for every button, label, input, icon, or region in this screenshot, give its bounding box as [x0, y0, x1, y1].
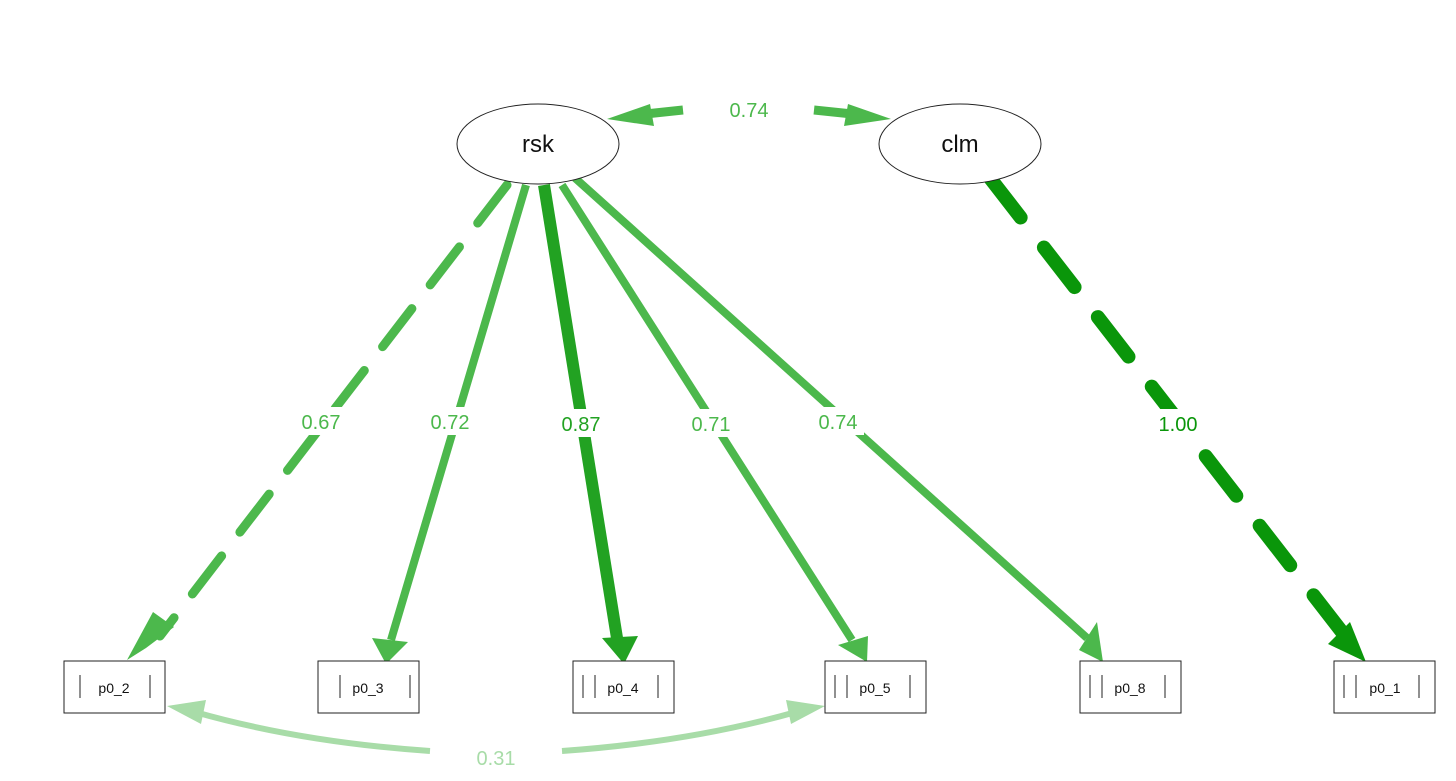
manifest-label-p0_3: p0_3 [352, 680, 383, 696]
latent-label-clm: clm [941, 131, 978, 158]
loading-value-p0_2: 0.67 [302, 412, 341, 434]
loading-value-p0_4: 0.87 [562, 414, 601, 436]
latent-node-clm[interactable]: clm [878, 103, 1042, 185]
covariance-rsk-clm: 0.74 [607, 100, 891, 126]
manifest-node-p0_2[interactable]: p0_2 [63, 660, 166, 714]
latent-label-rsk: rsk [522, 131, 555, 158]
manifest-label-p0_2: p0_2 [98, 680, 129, 696]
covariance-value-rsk-clm: 0.74 [730, 100, 769, 122]
manifest-node-p0_3[interactable]: p0_3 [317, 660, 420, 714]
loading-rsk-p0_3: 0.72 [372, 183, 530, 664]
loading-rsk-p0_2: 0.67 [127, 180, 512, 660]
manifest-node-p0_1[interactable]: p0_1 [1333, 660, 1436, 714]
loading-value-p0_1: 1.00 [1159, 414, 1198, 436]
loading-rsk-p0_4: 0.87 [538, 184, 638, 664]
loading-rsk-p0_8: 0.74 [572, 175, 1103, 662]
manifest-node-p0_4[interactable]: p0_4 [572, 660, 675, 714]
manifest-node-p0_8[interactable]: p0_8 [1079, 660, 1182, 714]
loading-rsk-p0_5: 0.71 [558, 182, 868, 662]
manifest-node-p0_5[interactable]: p0_5 [824, 660, 927, 714]
manifest-label-p0_5: p0_5 [859, 680, 890, 696]
latent-node-rsk[interactable]: rsk [456, 103, 620, 185]
loading-value-p0_3: 0.72 [431, 412, 470, 434]
manifest-label-p0_8: p0_8 [1114, 680, 1145, 696]
manifest-label-p0_4: p0_4 [607, 680, 638, 696]
loading-value-p0_8: 0.74 [819, 412, 858, 434]
manifest-label-p0_1: p0_1 [1369, 680, 1400, 696]
loading-value-p0_5: 0.71 [692, 414, 731, 436]
loading-clm-p0_1: 1.00 [983, 171, 1366, 662]
covariance-value-p0_2-p0_5: 0.31 [477, 748, 516, 770]
covariance-p0_2-p0_5: 0.31 [167, 700, 825, 770]
